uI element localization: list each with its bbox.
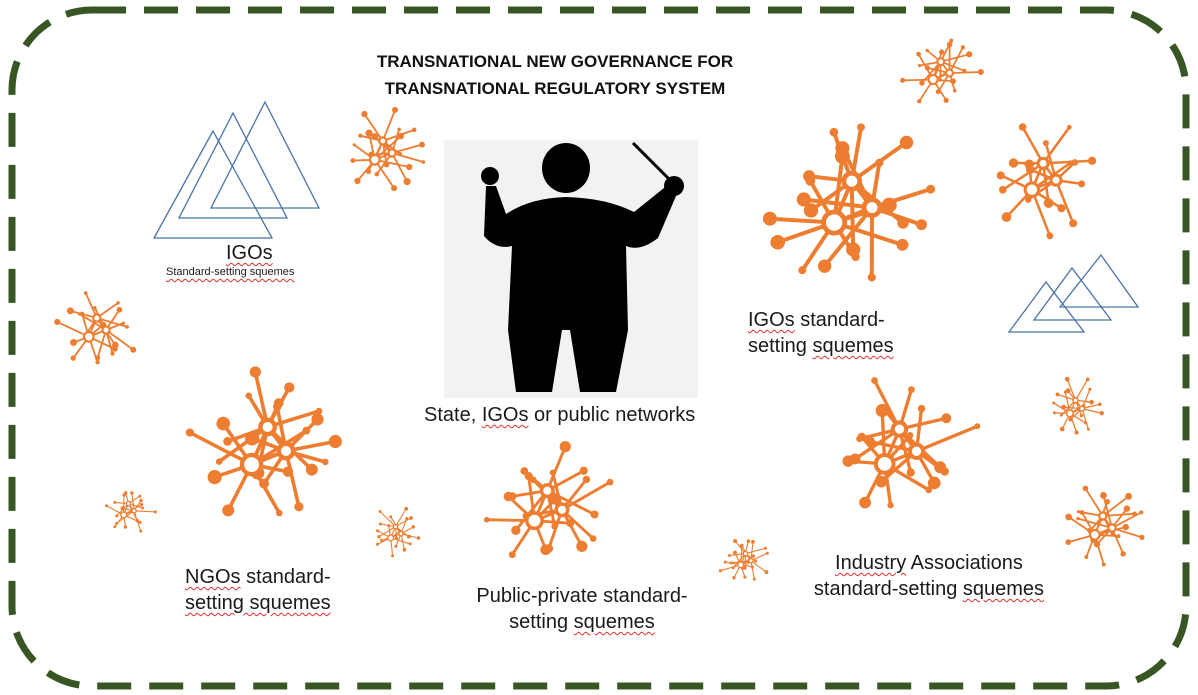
industry-line2-b: squemes: [962, 578, 1045, 600]
network-icon: [185, 366, 342, 517]
ngos-line1-a: NGOs: [185, 566, 241, 588]
igos-right-line2-b: squemes: [812, 335, 894, 357]
ppp-label: Public-private standard- setting squemes: [462, 583, 702, 635]
industry-line2: standard-setting squemes: [796, 576, 1062, 602]
diagram-title-line1: TRANSNATIONAL NEW GOVERNANCE FOR: [376, 52, 734, 71]
ngos-line1-b: standard-: [240, 566, 331, 588]
dashed-border: [8, 6, 1190, 690]
ngos-line1: NGOs standard-: [185, 564, 331, 590]
triangles-icon: [1007, 253, 1140, 333]
ppp-line1-b: standard-: [597, 585, 688, 607]
conductor-label-part3: or public networks: [528, 404, 696, 426]
igos-right-line1: IGOs standard-: [748, 307, 894, 333]
conductor-label-part1: State,: [424, 404, 482, 426]
network-icon: [1065, 485, 1145, 567]
igos-right-line1-b: standard-: [794, 309, 885, 331]
network-icon: [375, 506, 421, 558]
diagram-title-line2: TRANSNATIONAL REGULATORY SYSTEM: [384, 79, 726, 98]
igos-right-label: IGOs standard- setting squemes: [748, 307, 894, 359]
network-icon: [718, 539, 769, 581]
ppp-line1-a: Public-private: [476, 585, 598, 607]
igos-sublabel: Standard-setting squemes: [166, 265, 294, 279]
network-icon: [350, 106, 426, 192]
industry-label: Industry Associations standard-setting s…: [796, 550, 1062, 602]
triangles-icon: [152, 100, 321, 239]
industry-line1-a: Industry: [835, 552, 907, 574]
network-icon: [54, 291, 137, 365]
igos-right-line1-a: IGOs: [748, 309, 795, 331]
industry-line1-b: Associations: [906, 552, 1023, 574]
ppp-line2-b: squemes: [573, 611, 655, 633]
network-icon: [104, 491, 157, 533]
network-icon: [842, 377, 981, 509]
network-icons: [54, 38, 1145, 581]
network-icon: [996, 123, 1097, 240]
network-icon: [1052, 376, 1104, 435]
ppp-line2: setting squemes: [462, 609, 702, 635]
ppp-line1: Public-private standard-: [462, 583, 702, 609]
network-icon: [762, 123, 936, 282]
industry-line2-a: standard-setting: [813, 578, 963, 600]
igos-text: IGOs: [226, 242, 273, 264]
igos-label: IGOs: [226, 240, 273, 266]
ppp-line2-a: setting: [509, 611, 574, 633]
conductor-icon: [481, 141, 684, 392]
ngos-line2: setting squemes: [185, 590, 331, 616]
igos-sublabel-text: Standard-setting squemes: [166, 266, 295, 278]
igos-right-line2-a: setting: [748, 335, 813, 357]
ngos-line2-a: setting squemes: [185, 592, 331, 614]
conductor-label: State, IGOs or public networks: [424, 402, 695, 428]
industry-line1: Industry Associations: [796, 550, 1062, 576]
conductor-label-part2: IGOs: [481, 404, 529, 426]
network-icon: [483, 441, 614, 559]
network-icon: [900, 38, 984, 104]
igos-right-line2: setting squemes: [748, 333, 894, 359]
ngos-label: NGOs standard- setting squemes: [185, 564, 331, 616]
